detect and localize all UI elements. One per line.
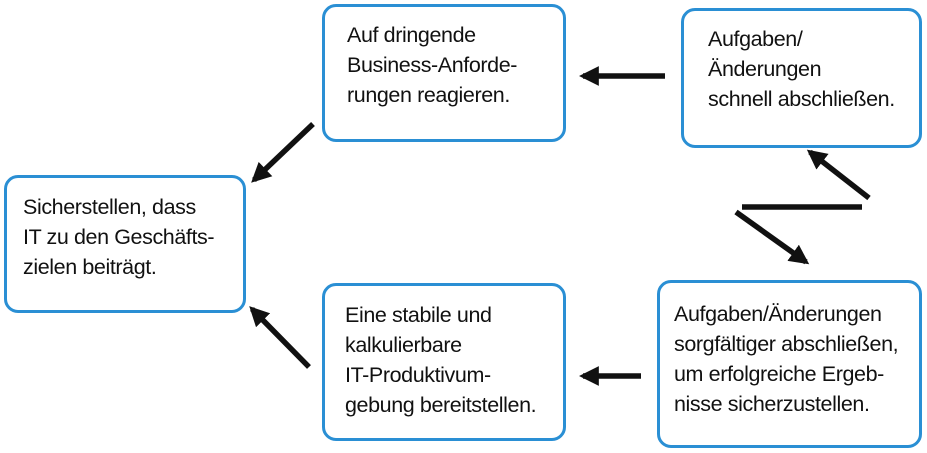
arrow-zigzag-down-to-bottom-right — [734, 209, 810, 265]
box-line: kalkulierbare — [345, 333, 462, 357]
box-finish-tasks-quickly: Aufgaben/ Änderungen schnell abschließen… — [681, 8, 922, 148]
box-respond-business-requirements: Auf dringende Business-Anforde- rungen r… — [322, 4, 566, 142]
box-line: gebung bereitstellen. — [345, 393, 537, 417]
arrow-top-center-to-left — [251, 122, 315, 183]
box-line: Auf dringende — [347, 23, 476, 47]
box-line: IT-Produktivum- — [345, 363, 491, 387]
box-ensure-it-business-goals: Sicherstellen, dass IT zu den Geschäfts-… — [4, 175, 246, 313]
box-line: Sicherstellen, dass — [23, 195, 196, 219]
box-line: schnell abschließen. — [708, 87, 895, 111]
box-line: nisse sicherzustellen. — [674, 392, 870, 416]
arrow-bottom-center-to-left — [249, 306, 311, 369]
box-line: zielen beiträgt. — [23, 255, 157, 279]
box-line: sorgfältiger abschließen, — [674, 332, 899, 356]
box-line: Eine stabile und — [345, 303, 492, 327]
box-line: Aufgaben/Änderungen — [674, 302, 882, 326]
box-line: Änderungen — [708, 57, 822, 81]
box-stable-it-environment: Eine stabile und kalkulierbare IT-Produk… — [322, 283, 566, 441]
box-line: Business-Anforde- — [347, 53, 518, 77]
box-finish-tasks-carefully: Aufgaben/Änderungen sorgfältiger abschli… — [657, 280, 922, 448]
box-line: rungen reagieren. — [347, 83, 510, 107]
box-line: um erfolgreiche Ergeb- — [674, 362, 884, 386]
arrow-zigzag-up-to-top-right — [806, 149, 871, 201]
box-line: IT zu den Geschäfts- — [23, 225, 215, 249]
box-line: Aufgaben/ — [708, 27, 803, 51]
